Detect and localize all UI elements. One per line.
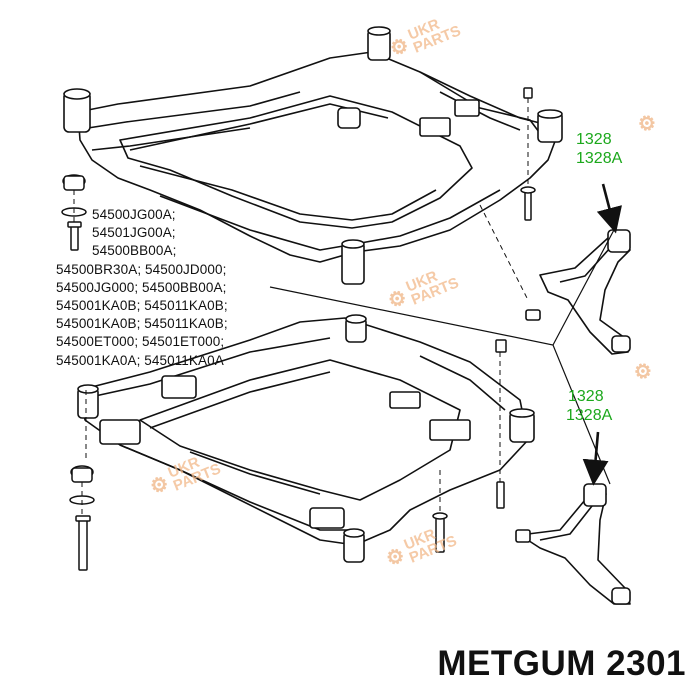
dashed-guides [73, 98, 529, 516]
lower-hardware-stack [69, 465, 95, 571]
part-number-list: 54500JG00A; 54501JG00A; 54500BB00A; 5450… [56, 206, 286, 370]
part-number: 545001KA0B; 545011KA0B; [56, 298, 228, 314]
callout-upper: 1328 1328A [576, 130, 622, 168]
upper-control-arm [525, 229, 631, 355]
lower-subframe [77, 314, 535, 563]
callout-lower: 1328 1328A [566, 387, 612, 425]
part-number: 54501JG00A; [92, 225, 176, 241]
part-number: 545001KA0B; 545011KA0B; [56, 316, 228, 332]
part-number: 54500ET000; 54501ET000; [56, 334, 225, 350]
callout-arrows [582, 183, 622, 486]
upper-right-bolt [520, 87, 536, 221]
part-number: 54500BR30A; 54500JD000; [56, 261, 227, 277]
upper-subframe [63, 26, 563, 285]
part-number: 545001KA0A; 545011KA0A [56, 352, 224, 368]
part-number: 54500JG00A; [92, 207, 176, 222]
part-number: 54500BB00A; [92, 243, 177, 259]
callout-upper-line2: 1328A [576, 150, 623, 167]
lower-bolts [432, 339, 507, 553]
callout-upper-line1: 1328 [576, 131, 612, 148]
callout-lower-line1: 1328 [568, 388, 604, 405]
part-number: 54500JG000; 54500BB00A; [56, 279, 227, 295]
leader-lines [269, 227, 616, 485]
callout-lower-line2: 1328A [566, 407, 613, 424]
brand-label: METGUM 2301 [437, 644, 686, 683]
lower-control-arm [515, 483, 631, 605]
